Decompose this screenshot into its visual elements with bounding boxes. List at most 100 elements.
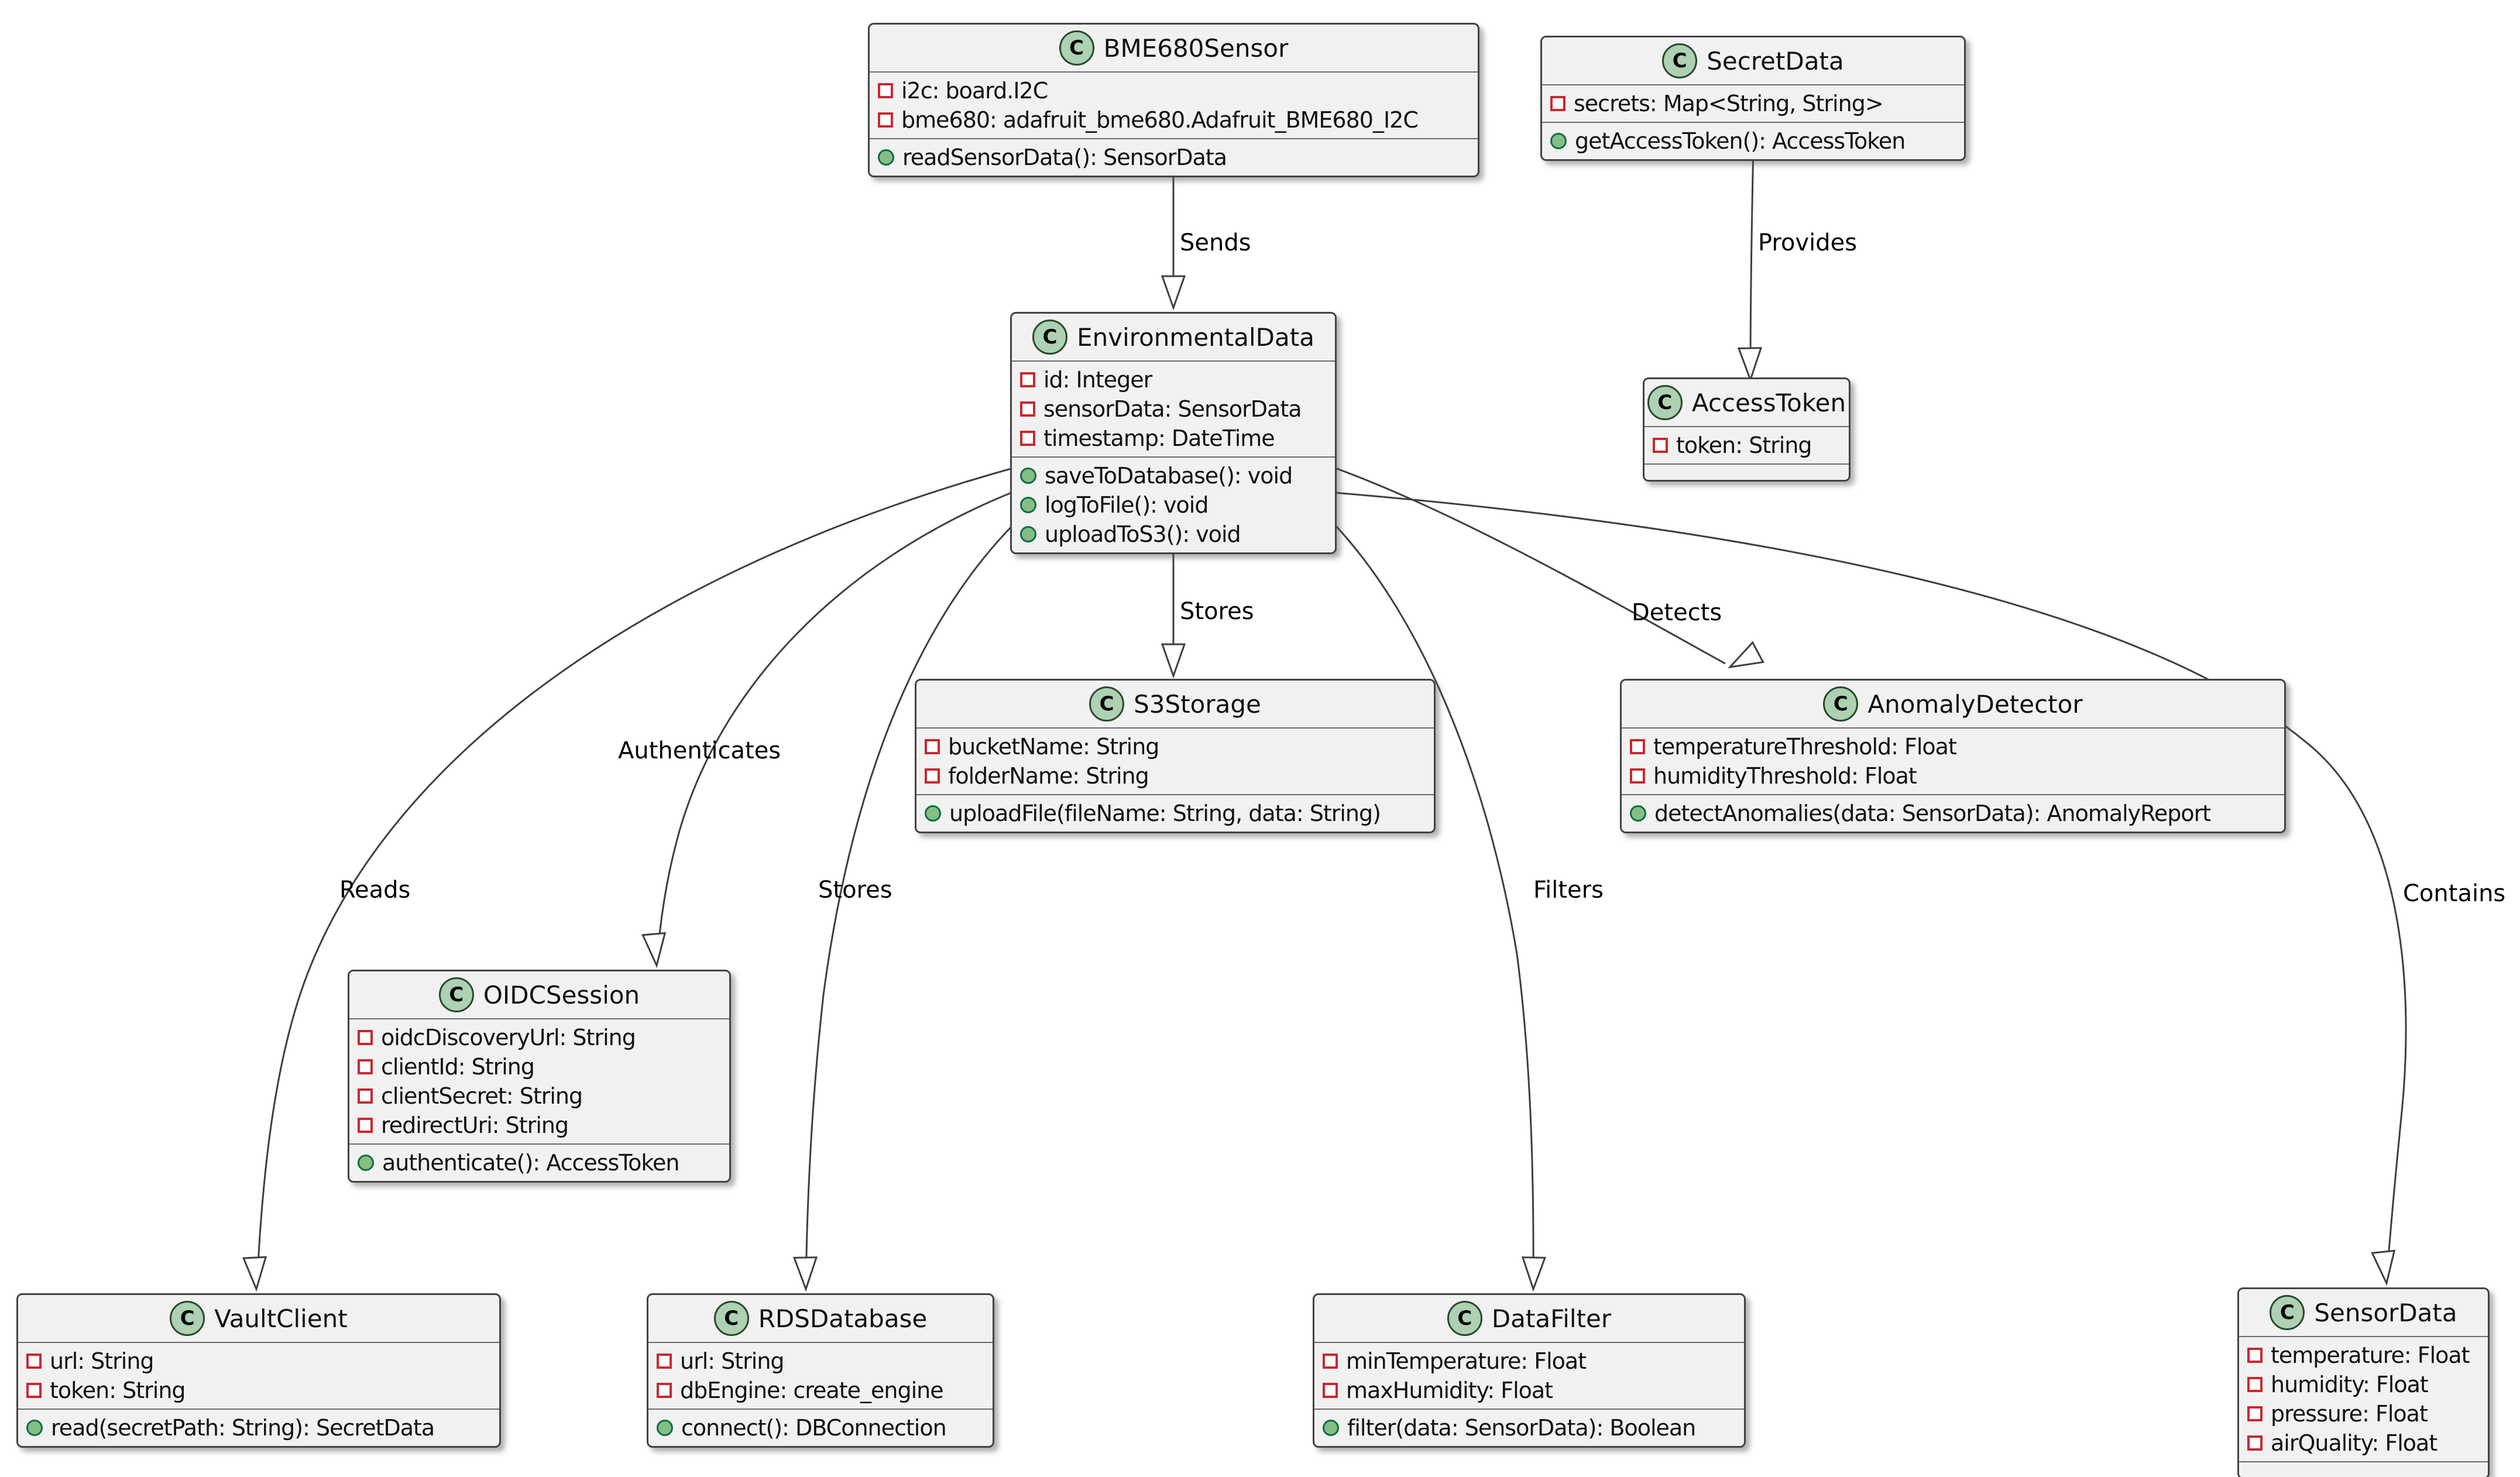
edge-label-contains: Contains xyxy=(2403,880,2506,907)
field-row: temperatureThreshold: Float xyxy=(1630,732,2276,761)
method-row: getAccessToken(): AccessToken xyxy=(1550,126,1956,156)
class-badge-icon: C xyxy=(1823,686,1859,722)
field-text: bme680: adafruit_bme680.Adafruit_BME680_… xyxy=(901,107,1419,133)
method-text: read(secretPath: String): SecretData xyxy=(51,1415,435,1441)
field-text: humidityThreshold: Float xyxy=(1653,763,1917,789)
arrowhead-authenticates-icon xyxy=(641,932,667,968)
method-row: readSensorData(): SensorData xyxy=(878,143,1470,172)
field-icon xyxy=(1630,768,1645,784)
class-name: OIDCSession xyxy=(483,980,640,1009)
method-compartment: getAccessToken(): AccessToken xyxy=(1542,122,1964,159)
class-badge-icon: C xyxy=(170,1301,205,1336)
method-row: logToFile(): void xyxy=(1020,490,1327,520)
field-text: temperatureThreshold: Float xyxy=(1653,734,1957,760)
field-row: airQuality: Float xyxy=(2247,1428,2480,1458)
field-row: humidityThreshold: Float xyxy=(1630,761,2276,791)
field-icon xyxy=(657,1354,672,1369)
field-row: i2c: board.I2C xyxy=(878,76,1470,105)
field-text: airQuality: Float xyxy=(2271,1430,2437,1456)
method-icon xyxy=(1323,1420,1339,1436)
field-row: temperature: Float xyxy=(2247,1341,2480,1370)
field-row: dbEngine: create_engine xyxy=(657,1376,984,1405)
class-name: SecretData xyxy=(1707,46,1844,75)
field-icon xyxy=(2247,1406,2262,1421)
class-badge-icon: C xyxy=(438,977,474,1012)
field-icon xyxy=(1630,739,1645,754)
field-text: folderName: String xyxy=(948,763,1149,789)
field-icon xyxy=(26,1354,42,1369)
method-compartment xyxy=(2239,1461,2488,1477)
method-row: saveToDatabase(): void xyxy=(1020,461,1327,490)
class-badge-icon: C xyxy=(1059,30,1094,66)
class-title-vaultclient: C VaultClient xyxy=(18,1295,499,1342)
method-row: filter(data: SensorData): Boolean xyxy=(1323,1413,1736,1442)
arrowhead-sends-icon xyxy=(1161,275,1186,311)
field-icon xyxy=(1653,438,1668,453)
field-row: oidcDiscoveryUrl: String xyxy=(358,1023,721,1052)
field-row: url: String xyxy=(26,1347,491,1376)
class-name: EnvironmentalData xyxy=(1077,322,1314,352)
edge-label-stores-s3: Stores xyxy=(1180,598,1254,625)
method-row: connect(): DBConnection xyxy=(657,1413,984,1442)
field-icon xyxy=(26,1383,42,1398)
field-row: sensorData: SensorData xyxy=(1020,394,1327,424)
field-row: token: String xyxy=(26,1376,491,1405)
class-badge-icon: C xyxy=(1447,1301,1482,1336)
method-row: authenticate(): AccessToken xyxy=(358,1148,721,1177)
method-icon xyxy=(1020,526,1036,542)
class-badge-icon: C xyxy=(2270,1295,2305,1330)
class-name: VaultClient xyxy=(214,1304,348,1333)
class-name: AccessToken xyxy=(1691,388,1846,417)
method-compartment: detectAnomalies(data: SensorData): Anoma… xyxy=(1622,794,2284,832)
method-icon xyxy=(657,1420,673,1436)
method-text: uploadFile(fileName: String, data: Strin… xyxy=(949,801,1381,826)
method-icon xyxy=(878,149,894,166)
field-icon xyxy=(358,1030,373,1045)
field-row: timestamp: DateTime xyxy=(1020,424,1327,453)
method-compartment: authenticate(): AccessToken xyxy=(349,1143,729,1181)
arrowhead-detects-icon xyxy=(1728,641,1764,669)
method-text: authenticate(): AccessToken xyxy=(382,1150,679,1176)
edge-label-provides: Provides xyxy=(1758,229,1858,256)
field-icon xyxy=(1323,1383,1338,1398)
field-icon xyxy=(1020,431,1035,446)
field-row: bme680: adafruit_bme680.Adafruit_BME680_… xyxy=(878,105,1470,135)
method-icon xyxy=(1020,468,1036,484)
method-text: connect(): DBConnection xyxy=(681,1415,947,1441)
edge-label-filters: Filters xyxy=(1533,877,1604,904)
arrowhead-provides-icon xyxy=(1737,347,1763,383)
field-icon xyxy=(1020,401,1035,417)
field-row: token: String xyxy=(1653,431,1841,460)
class-badge-icon: C xyxy=(1647,385,1683,420)
field-text: redirectUri: String xyxy=(381,1112,569,1138)
field-icon xyxy=(358,1118,373,1133)
edge-label-sends: Sends xyxy=(1180,229,1251,256)
arrowhead-stores-s3-icon xyxy=(1161,643,1186,679)
method-compartment: filter(data: SensorData): Boolean xyxy=(1314,1409,1744,1446)
edge-label-reads: Reads xyxy=(339,877,411,904)
field-row: url: String xyxy=(657,1347,984,1376)
arrowhead-stores-rds-icon xyxy=(792,1256,818,1292)
class-name: AnomalyDetector xyxy=(1867,689,2083,719)
class-title-oidcsession: C OIDCSession xyxy=(349,971,729,1018)
field-text: sensorData: SensorData xyxy=(1043,396,1302,422)
arrowhead-filters-icon xyxy=(1521,1256,1547,1292)
field-icon xyxy=(925,768,940,784)
class-name: S3Storage xyxy=(1134,689,1261,719)
field-icon xyxy=(878,83,893,98)
